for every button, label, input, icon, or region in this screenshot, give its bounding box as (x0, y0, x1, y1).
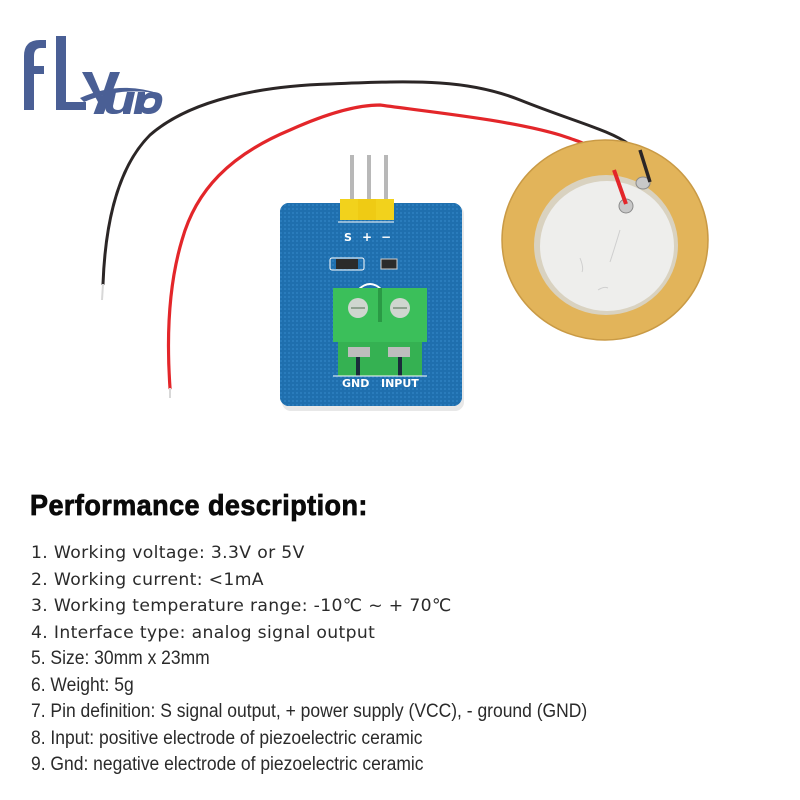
spec-item: 7. Pin definition: S signal output, + po… (31, 701, 588, 722)
spec-item: 1. Working voltage: 3.3V or 5V (31, 543, 305, 563)
terminal-label-input: INPUT (381, 377, 419, 390)
piezo-disc-icon (501, 139, 709, 341)
product-photo: S + − GND INPUT (101, 80, 709, 411)
spec-item: 9. Gnd: negative electrode of piezoelect… (31, 754, 424, 775)
spec-title: Performance description: (30, 490, 368, 523)
spec-item: 8. Input: positive electrode of piezoele… (31, 727, 423, 749)
terminal-label-gnd: GND (342, 377, 369, 390)
piezo-module-board: S + − GND INPUT (280, 155, 464, 411)
spec-item: 2. Working current: <1mA (31, 569, 264, 590)
spec-item: 6. Weight: 5g (31, 674, 134, 696)
pin-label-s: S (344, 231, 352, 244)
pin-label-plus: + (362, 230, 372, 244)
brand-logo (10, 22, 170, 122)
spec-list: 1. Working voltage: 3.3V or 5V 2. Workin… (31, 540, 636, 779)
pin-label-minus: − (381, 230, 391, 244)
spec-item: 5. Size: 30mm x 23mm (31, 648, 210, 669)
spec-item: 4. Interface type: analog signal output (31, 622, 376, 643)
flyup-logo-icon (24, 36, 163, 122)
spec-item: 3. Working temperature range: -10℃ ~ + 7… (31, 596, 452, 616)
